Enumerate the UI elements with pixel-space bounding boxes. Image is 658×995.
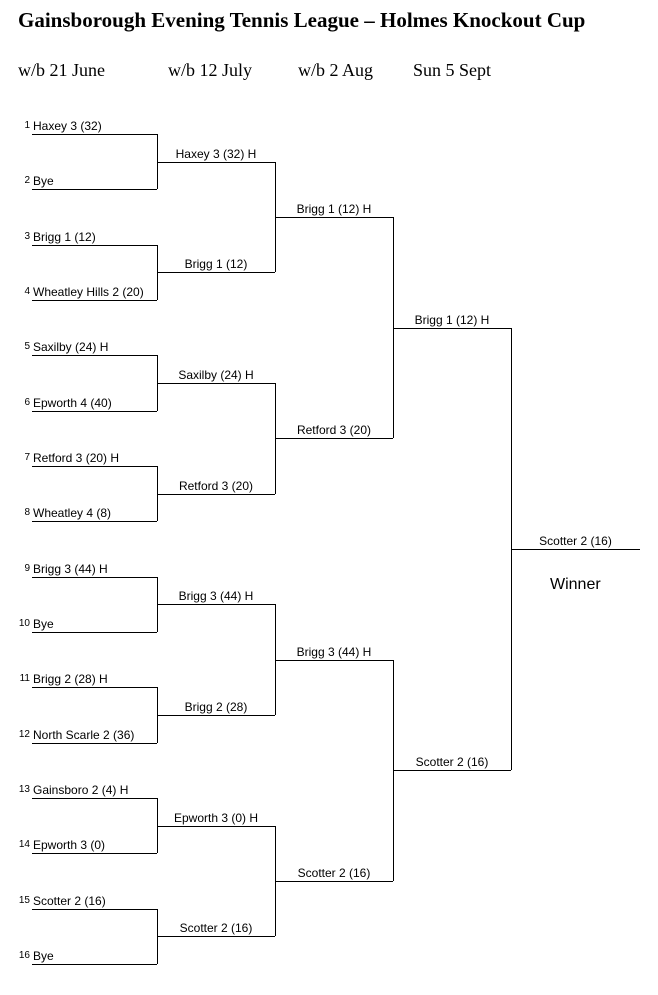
seed-number: 4 (24, 285, 30, 297)
bracket-line (511, 548, 640, 550)
team-entry: Gainsboro 2 (4) H (33, 782, 129, 797)
bracket-line (32, 631, 157, 633)
bracket-line (32, 465, 157, 467)
bracket-line (157, 714, 275, 716)
bracket-line (393, 327, 511, 329)
match-winner: Brigg 2 (28) (184, 699, 248, 714)
round-3-header: w/b 2 Aug (298, 60, 374, 80)
team-entry: Epworth 3 (0) (33, 838, 106, 853)
bracket-connector (157, 797, 158, 854)
match-winner: Retford 3 (20) (178, 478, 254, 493)
team-entry: Brigg 2 (28) H (33, 672, 108, 687)
match-winner: Scotter 2 (16) (179, 921, 253, 936)
champion: Scotter 2 (16) (539, 533, 612, 548)
round-2-header: w/b 12 July (168, 60, 253, 80)
seed-number: 9 (24, 562, 30, 574)
seed-number: 3 (24, 230, 30, 242)
bracket-line (32, 908, 157, 910)
bracket-line (157, 493, 275, 495)
seed-number: 2 (24, 175, 30, 187)
bracket-connector (157, 355, 158, 411)
seed-number: 11 (19, 673, 30, 685)
bracket-line (32, 742, 157, 744)
match-winner: Brigg 3 (44) H (178, 589, 254, 604)
team-entry: Wheatley Hills 2 (20) (33, 284, 144, 299)
team-entry: Brigg 1 (12) (33, 229, 96, 244)
seed-number: 16 (18, 949, 30, 961)
seed-number: 5 (24, 341, 30, 353)
winner-label: Winner (550, 576, 601, 593)
match-winner: Scotter 2 (16) (297, 865, 371, 880)
team-entry: Saxilby (24) H (33, 340, 109, 355)
bracket-line (157, 161, 275, 163)
match-winner: Brigg 3 (44) H (296, 644, 372, 659)
match-winner: Brigg 1 (12) (184, 257, 248, 272)
bracket-connector (511, 327, 512, 771)
bracket-line (32, 355, 157, 357)
team-entry: Bye (33, 948, 54, 963)
bracket-line (32, 244, 157, 246)
bracket-line (157, 382, 275, 384)
seed-number: 7 (24, 451, 30, 463)
bracket-line (32, 134, 157, 135)
bracket-line (32, 299, 157, 301)
bracket-line (157, 936, 275, 938)
bracket-line (32, 189, 157, 191)
bracket-line (275, 438, 393, 440)
seed-number: 12 (18, 728, 30, 740)
team-entry: Bye (33, 174, 54, 189)
match-winner: Scotter 2 (16) (415, 755, 489, 770)
bracket-connector (157, 908, 158, 964)
bracket-line (157, 825, 275, 827)
bracket-line (32, 963, 157, 965)
seed-number: 13 (18, 783, 30, 795)
bracket-line (275, 659, 393, 661)
team-entry: Scotter 2 (16) (33, 893, 106, 908)
team-entry: Bye (33, 616, 54, 631)
bracket-line (393, 770, 511, 772)
bracket-line (32, 853, 157, 855)
seed-number: 15 (18, 894, 30, 906)
bracket-line (275, 216, 393, 218)
match-winner: Brigg 1 (12) H (296, 201, 372, 216)
match-winner: Epworth 3 (0) H (173, 810, 259, 825)
team-entry: Retford 3 (20) H (33, 450, 120, 465)
match-winner: Saxilby (24) H (178, 367, 254, 382)
bracket-connector (157, 465, 158, 522)
seed-number: 8 (24, 507, 30, 519)
page-title: Gainsborough Evening Tennis League – Hol… (18, 8, 586, 32)
round-1-header: w/b 21 June (18, 60, 105, 80)
seed-number: 14 (18, 839, 30, 851)
team-entry: Haxey 3 (32) (33, 119, 102, 133)
bracket-line (32, 797, 157, 799)
team-entry: Brigg 3 (44) H (33, 561, 108, 576)
match-winner: Haxey 3 (32) H (175, 146, 257, 161)
bracket-connector (157, 576, 158, 632)
seed-number: 6 (24, 396, 30, 408)
round-4-header: Sun 5 Sept (413, 60, 492, 80)
match-winner: Retford 3 (20) (296, 423, 372, 438)
bracket-line (32, 576, 157, 578)
team-entry: North Scarle 2 (36) (33, 727, 135, 742)
bracket-line (157, 604, 275, 606)
bracket-line (32, 521, 157, 523)
seed-number: 10 (18, 617, 30, 629)
bracket-line (157, 272, 275, 274)
seed-number: 1 (24, 120, 30, 131)
bracket-line (32, 410, 157, 412)
team-entry: Wheatley 4 (8) (33, 506, 112, 521)
team-entry: Epworth 4 (40) (33, 395, 112, 410)
match-winner: Brigg 1 (12) H (414, 312, 490, 327)
bracket-line (32, 687, 157, 689)
bracket-line (275, 880, 393, 882)
